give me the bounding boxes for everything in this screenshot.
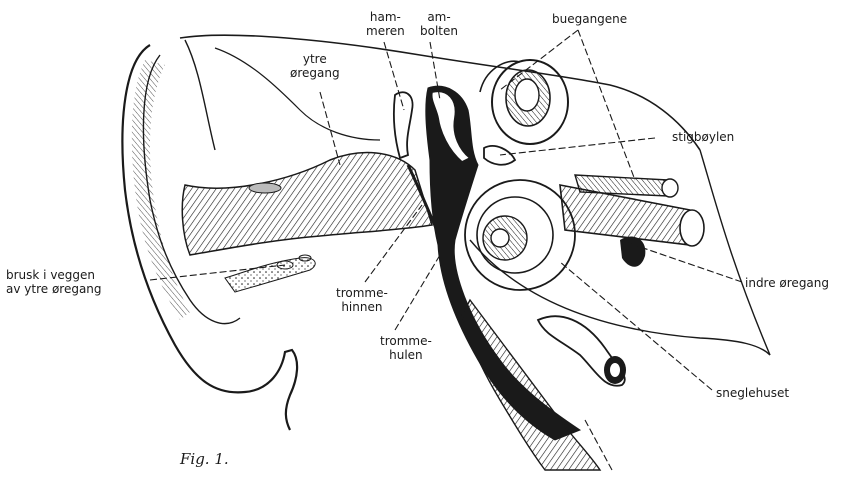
label-hammeren: ham-meren	[366, 10, 405, 38]
figure-caption: Fig. 1.	[180, 450, 229, 468]
cartilage-wall	[225, 258, 315, 292]
label-trommehulen: tromme-hulen	[380, 334, 432, 362]
semicircular-canal-inner	[515, 79, 539, 111]
label-indre-oregang: indre øregang	[745, 276, 829, 290]
label-sneglehuset: sneglehuset	[716, 386, 789, 400]
bone-outline-right	[700, 150, 770, 355]
label-buegangene: buegangene	[552, 12, 627, 26]
malleus	[394, 92, 413, 158]
cerumen-gland	[249, 183, 281, 193]
label-ambolten: am-bolten	[420, 10, 458, 38]
stapes	[484, 146, 515, 165]
label-trommehinnen: tromme-hinnen	[336, 286, 388, 314]
upper-nerve-end	[662, 179, 678, 197]
auricle-shading	[132, 60, 190, 320]
helix-rim	[185, 40, 215, 150]
label-stigboylen: stigbøylen	[672, 130, 734, 144]
vessel-lumen	[610, 363, 620, 377]
upper-nerve	[575, 175, 676, 196]
nerve-end	[680, 210, 704, 246]
cochlea-core	[491, 229, 509, 247]
ear-canal	[182, 153, 432, 255]
